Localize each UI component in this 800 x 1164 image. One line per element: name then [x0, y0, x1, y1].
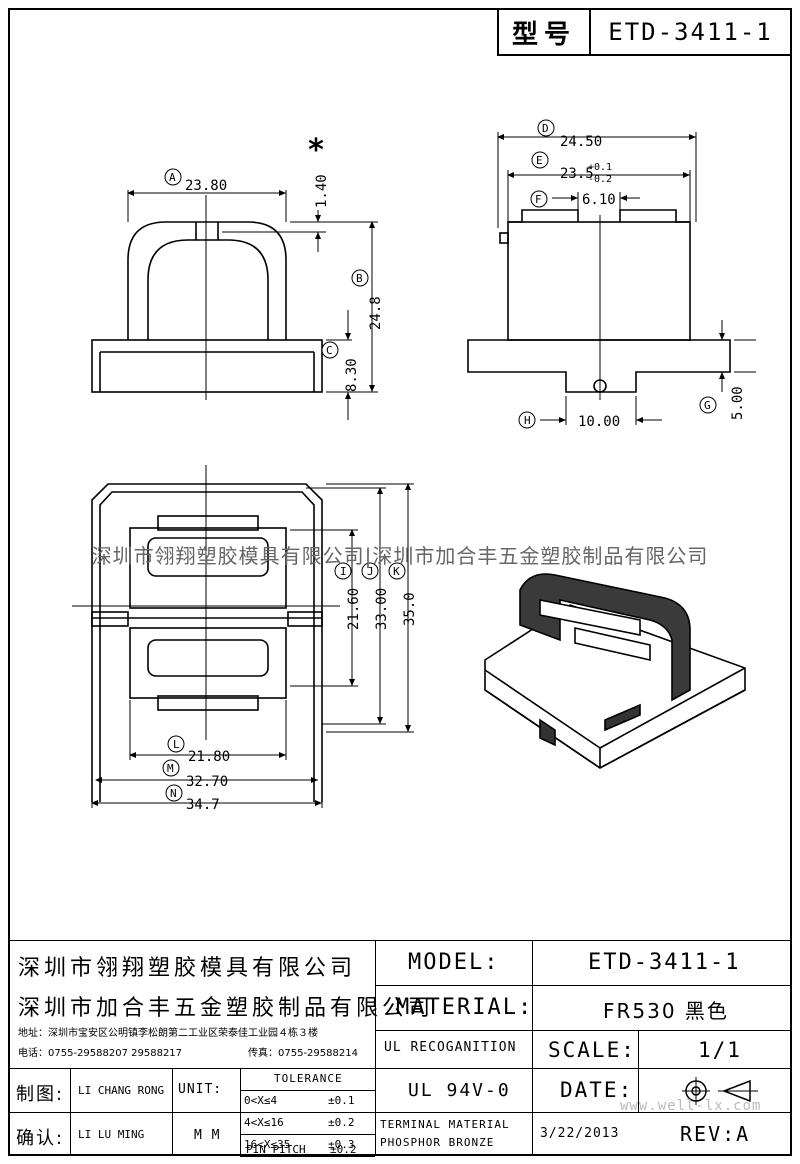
dim-G-value: 5.00 — [730, 386, 746, 420]
material-value: FR530 黑色 — [603, 999, 729, 1023]
dim-L-value: 21.80 — [188, 749, 230, 765]
tolerance-value-3: ±0.3 — [328, 1138, 355, 1151]
svg-text:A: A — [169, 171, 176, 184]
label-H: H — [518, 411, 536, 429]
date-value: 3/22/2013 — [540, 1126, 620, 1141]
label-J: J — [361, 562, 379, 580]
watermark-text: 深圳市翎翔塑胶模具有限公司|深圳市加合丰五金塑胶制品有限公司 — [91, 544, 709, 568]
scale-value: 1/1 — [698, 1038, 742, 1062]
dim-K-value: 35.0 — [402, 592, 418, 626]
svg-text:N: N — [170, 787, 177, 800]
model-header-label: 型号 — [499, 10, 591, 54]
dim-H-value: 10.00 — [578, 414, 620, 430]
label-M: M — [162, 759, 180, 777]
label-L: L — [167, 735, 185, 753]
svg-text:K: K — [393, 565, 400, 578]
model-value: ETD-3411-1 — [588, 950, 741, 975]
front-view — [91, 190, 378, 420]
terminal-material-line1: TERMINAL MATERIAL — [380, 1118, 510, 1131]
unit-value: M M — [194, 1128, 221, 1143]
tolerance-range-2: 4<X≤16 — [244, 1116, 284, 1129]
dim-B-value: 24.8 — [368, 296, 384, 330]
tolerance-title: TOLERANCE — [274, 1072, 343, 1085]
label-N: N — [165, 784, 183, 802]
svg-text:C: C — [326, 344, 333, 357]
svg-text:L: L — [173, 738, 180, 751]
svg-text:F: F — [535, 193, 542, 206]
model-header: 型号 ETD-3411-1 — [497, 8, 792, 56]
third-angle-projection-icon — [682, 1077, 758, 1105]
isometric-view — [484, 573, 746, 769]
dim-C-value: 8.30 — [344, 358, 360, 392]
ul-value: UL 94V-0 — [408, 1080, 511, 1101]
dim-A-value: 23.80 — [185, 178, 227, 194]
tolerance-range-1: 0<X≤4 — [244, 1094, 278, 1107]
rev-label: REV:A — [680, 1122, 751, 1146]
scale-label: SCALE: — [548, 1038, 636, 1062]
tolerance-range-3: 16<X≤35 — [244, 1138, 291, 1151]
watermark-url: www.well-lx.com — [620, 1098, 762, 1114]
svg-text:E: E — [536, 154, 543, 167]
side-view — [467, 132, 756, 425]
label-G: G — [699, 396, 717, 414]
company-name-1: 深圳市翎翔塑胶模具有限公司 — [18, 956, 357, 981]
projection-symbol — [680, 1076, 770, 1106]
company-fax: 传真：0755-29588214 — [248, 1048, 358, 1059]
dim-I-value: 21.60 — [346, 588, 362, 630]
label-E: E — [531, 151, 549, 169]
svg-text:D: D — [542, 122, 549, 135]
company-name-2: 深圳市加合丰五金塑胶制品有限公司 — [18, 996, 435, 1021]
svg-text:B: B — [356, 272, 363, 285]
ul-label: UL RECOGANITION — [384, 1040, 517, 1055]
tolerance-range-4: PIN PITCH — [246, 1143, 306, 1156]
dim-E-value: 23.5 — [560, 166, 594, 182]
svg-text:M: M — [167, 762, 174, 775]
date-label: DATE: — [560, 1078, 634, 1102]
tolerance-value-4: ±0.2 — [330, 1143, 357, 1156]
label-A: A — [164, 168, 182, 186]
dim-star-value: 1.40 — [314, 174, 330, 208]
dim-E-tol-minus: -0.2 — [588, 174, 612, 185]
dim-M-value: 32.70 — [186, 774, 228, 790]
tolerance-value-1: ±0.1 — [328, 1094, 355, 1107]
model-header-value: ETD-3411-1 — [608, 18, 773, 46]
dim-J-value: 33.00 — [374, 588, 390, 630]
star-mark: * — [307, 133, 325, 168]
company-address: 地址：深圳市宝安区公明镇李松朗第二工业区荣泰佳工业园４栋３楼 — [18, 1028, 318, 1039]
label-K: K — [388, 562, 406, 580]
company-phone: 电话：0755-29588207 29588217 — [18, 1048, 183, 1059]
title-block: 深圳市翎翔塑胶模具有限公司 深圳市加合丰五金塑胶制品有限公司 地址：深圳市宝安区… — [8, 940, 792, 1157]
dimension-labels: A B C D E F G H I J K L M N — [162, 119, 717, 802]
svg-text:J: J — [367, 565, 374, 578]
label-B: B — [351, 269, 369, 287]
check-label: 确认: — [16, 1128, 65, 1149]
check-value: LI LU MING — [78, 1128, 145, 1141]
svg-text:G: G — [704, 399, 711, 412]
drawn-value: LI CHANG RONG — [78, 1084, 165, 1097]
dimension-texts: 23.80 24.8 8.30 1.40 * 24.50 23.5 +0.1 -… — [185, 133, 746, 813]
dim-N-value: 34.7 — [186, 797, 220, 813]
label-D: D — [537, 119, 555, 137]
drawing-frame — [8, 8, 792, 1156]
technical-drawing: 23.80 24.8 8.30 1.40 * 24.50 23.5 +0.1 -… — [72, 119, 756, 813]
terminal-material-line2: PHOSPHOR BRONZE — [380, 1136, 495, 1149]
label-I: I — [334, 562, 352, 580]
dim-F-value: 6.10 — [582, 192, 616, 208]
dim-E-tol-plus: +0.1 — [588, 162, 612, 173]
tolerance-value-2: ±0.2 — [328, 1116, 355, 1129]
unit-label: UNIT: — [178, 1082, 223, 1097]
drawn-label: 制图: — [16, 1084, 65, 1105]
material-label: MATERIAL: — [396, 995, 534, 1020]
label-F: F — [530, 190, 548, 208]
label-C: C — [321, 341, 339, 359]
model-label: MODEL: — [408, 950, 500, 975]
svg-text:H: H — [524, 414, 531, 427]
dim-D-value: 24.50 — [560, 134, 602, 150]
top-view — [72, 465, 414, 808]
svg-text:I: I — [340, 565, 347, 578]
